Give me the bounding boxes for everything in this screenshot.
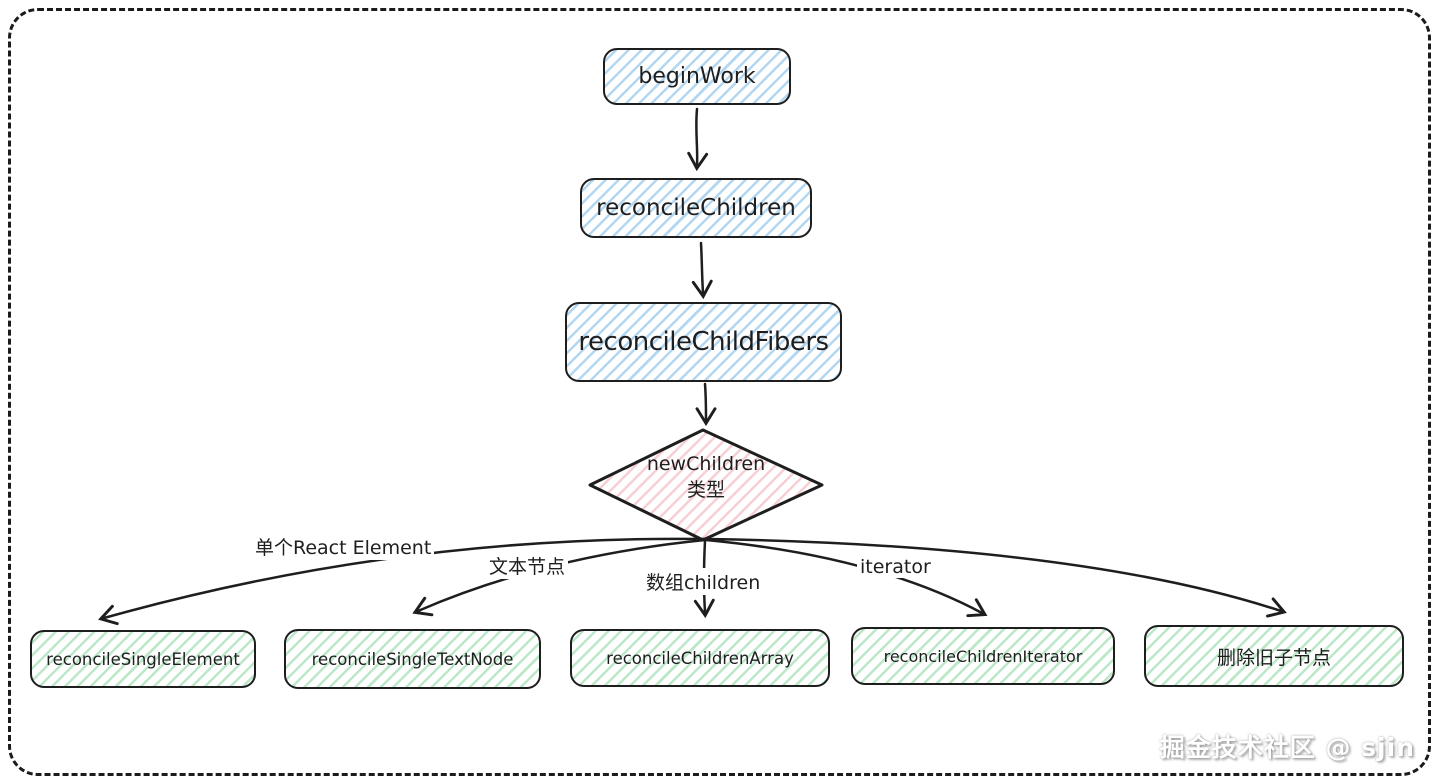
edge-beginwork-to-reconcilechildren (687, 107, 709, 172)
edge-label-text-node: 文本节点 (486, 552, 569, 579)
node-reconcilesingletextnode-label: reconcileSingleTextNode (311, 649, 514, 669)
node-delete-old-children-label: 删除旧子节点 (1216, 646, 1331, 669)
node-reconcilechildreniterator-label: reconcileChildrenIterator (883, 646, 1083, 666)
node-reconcilechildrenarray: reconcileChildrenArray (570, 629, 830, 687)
node-beginwork: beginWork (603, 48, 791, 105)
node-reconcilesingleelement-label: reconcileSingleElement (46, 649, 240, 669)
node-reconcilechildreniterator: reconcileChildrenIterator (851, 627, 1115, 685)
edge-decision-to-deleteold (705, 537, 1287, 618)
node-reconcilechildrenarray-label: reconcileChildrenArray (606, 648, 794, 668)
edge-label-single-react-element: 单个React Element (252, 533, 435, 560)
node-reconcilesingletextnode: reconcileSingleTextNode (284, 629, 541, 689)
edge-label-iterator: iterator (857, 556, 934, 578)
node-reconcilesingleelement: reconcileSingleElement (30, 630, 256, 688)
edge-reconcilechildren-to-childfibers (691, 241, 713, 300)
node-reconcilechildren-label: reconcileChildren (596, 195, 796, 221)
watermark-text: 掘金技术社区 @ sjin (1159, 733, 1415, 762)
node-reconcilechildfibers: reconcileChildFibers (565, 302, 842, 382)
decision-diamond-shape (588, 428, 824, 542)
node-beginwork-label: beginWork (638, 64, 756, 89)
node-delete-old-children: 删除旧子节点 (1144, 625, 1404, 687)
edge-label-array-children: 数组children (643, 568, 764, 595)
node-reconcilechildfibers-label: reconcileChildFibers (578, 327, 829, 357)
node-reconcilechildren: reconcileChildren (580, 178, 812, 238)
edge-childfibers-to-decision (695, 382, 717, 427)
